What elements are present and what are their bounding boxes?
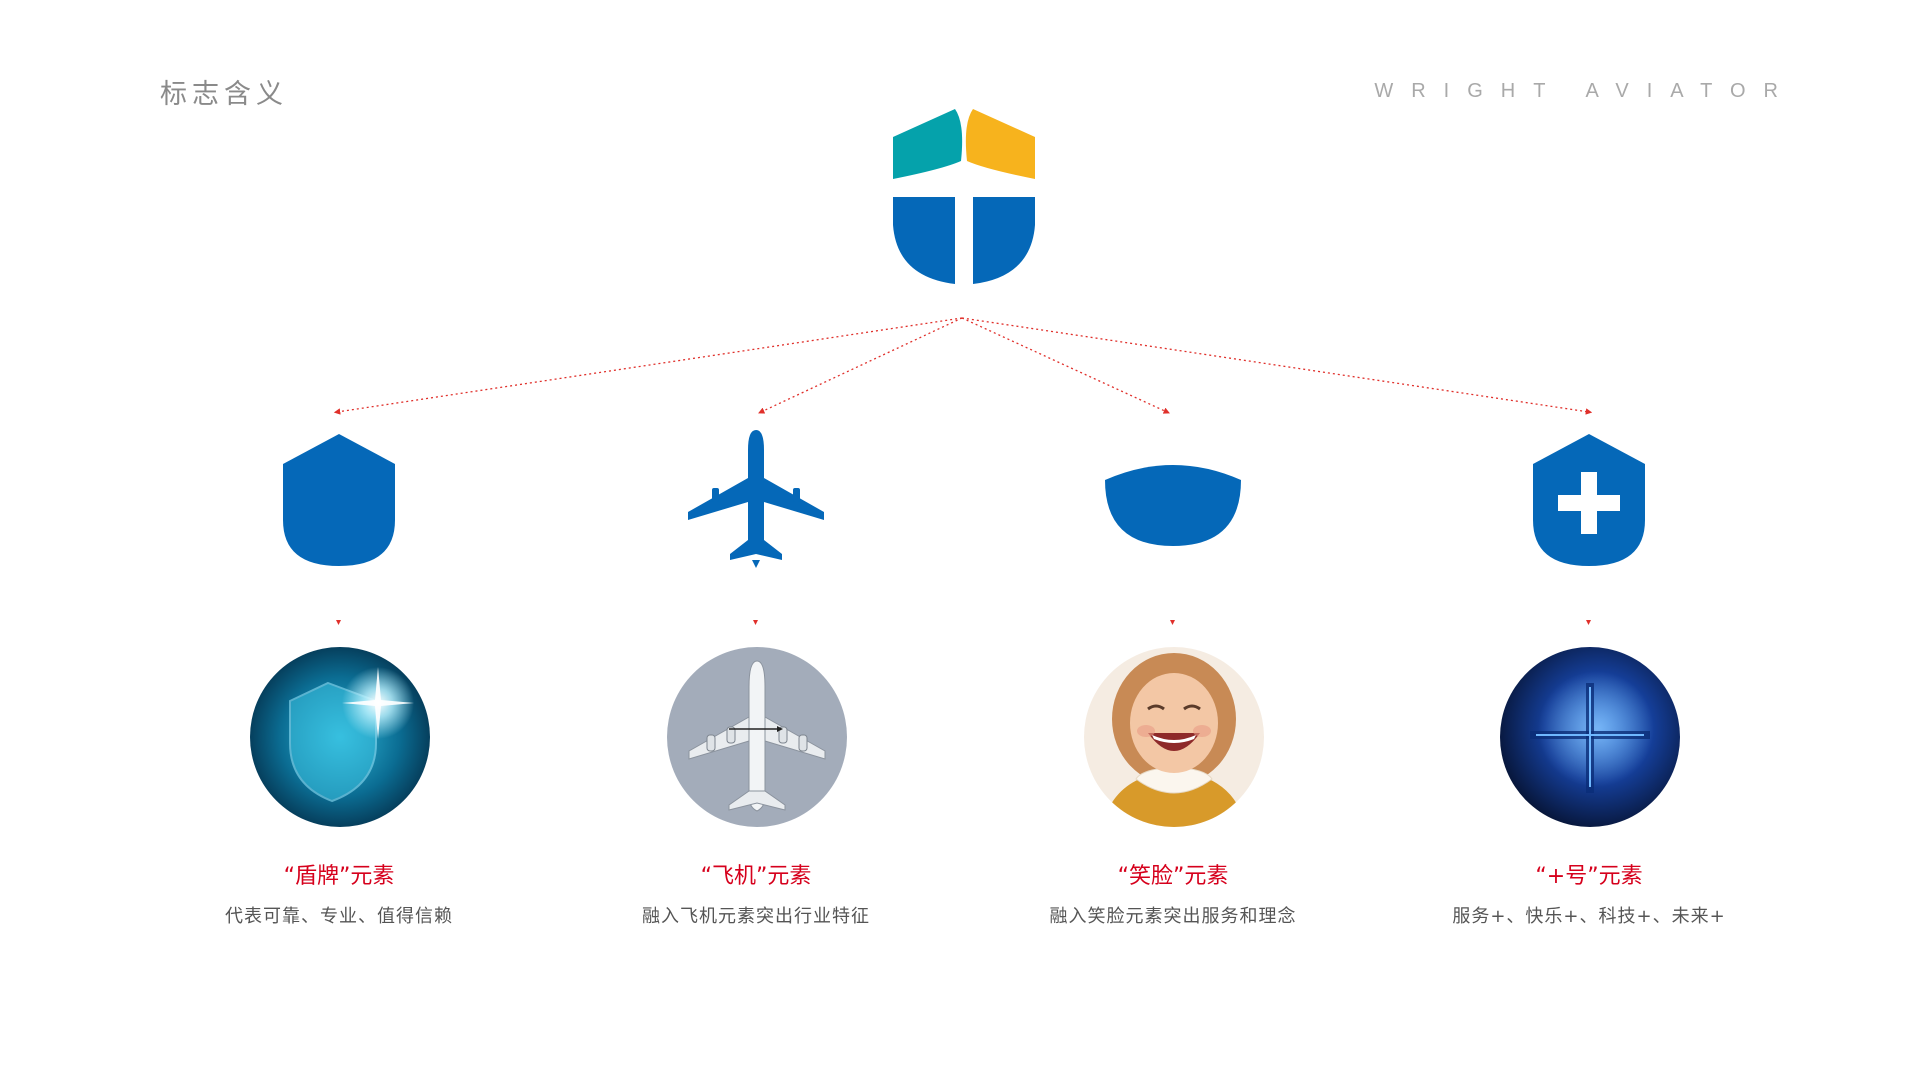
shield-icon xyxy=(283,434,395,566)
connector-line-shield xyxy=(333,317,963,415)
connector-arrow-airplane xyxy=(753,620,758,625)
shield-plus-icon xyxy=(1533,434,1645,566)
airplane-icon xyxy=(688,430,824,568)
logo-blue-right-segment xyxy=(973,197,1035,284)
element-title-airplane: “飞机”元素 xyxy=(700,864,812,889)
element-desc-smile: 融入笑脸元素突出服务和理念 xyxy=(1049,906,1297,927)
glowing-shield-photo xyxy=(250,647,430,827)
element-title-plus: “+号”元素 xyxy=(1535,864,1643,889)
smiling-girl-photo xyxy=(1084,647,1264,827)
element-desc-shield: 代表可靠、专业、值得信赖 xyxy=(225,906,453,927)
element-title-shield: “盾牌”元素 xyxy=(283,864,395,889)
connector-line-smile xyxy=(961,317,1170,414)
logo-blue-left-segment xyxy=(893,197,955,284)
airplane-top-view-photo xyxy=(667,647,847,827)
blue-plus-photo xyxy=(1500,647,1680,827)
logo-teal-segment xyxy=(893,109,963,179)
element-desc-airplane: 融入飞机元素突出行业特征 xyxy=(642,906,870,927)
connector-line-plus xyxy=(961,317,1593,415)
element-title-smile: “笑脸”元素 xyxy=(1117,864,1229,889)
connector-arrow-shield xyxy=(336,620,341,625)
connector-arrow-smile xyxy=(1170,620,1175,625)
connector-line-airplane xyxy=(758,317,963,414)
shield-airplane-logo-icon xyxy=(893,109,1035,284)
logo-yellow-segment xyxy=(965,109,1035,179)
smile-icon xyxy=(1105,465,1241,546)
brand-name: WRIGHT AVIATOR xyxy=(1374,80,1796,102)
page-title: 标志含义 xyxy=(160,79,288,110)
element-desc-plus: 服务+、快乐+、科技+、未来+ xyxy=(1452,906,1726,927)
connector-arrow-plus xyxy=(1586,620,1591,625)
